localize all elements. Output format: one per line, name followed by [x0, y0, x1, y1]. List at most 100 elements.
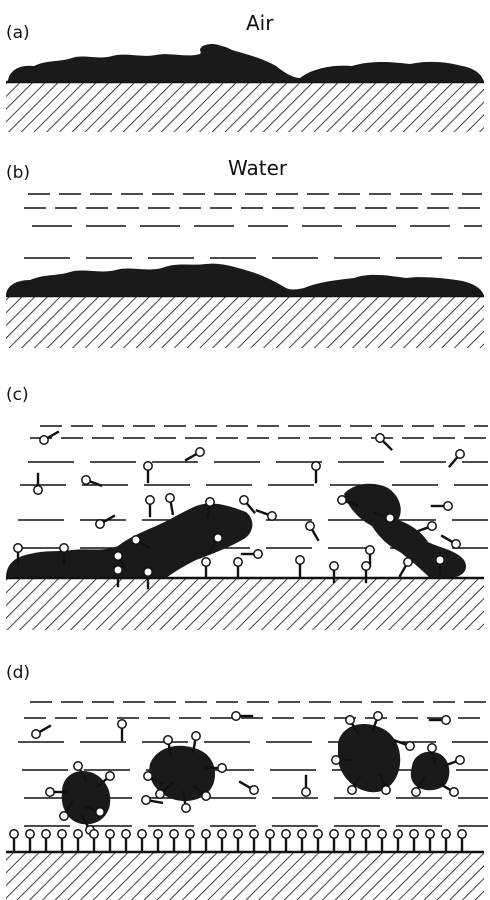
surfactant-molecule-icon	[305, 521, 320, 542]
surfactant-molecule-icon	[411, 776, 426, 797]
surfactant-molecule-icon	[155, 782, 174, 799]
surfactant-molecule-icon	[117, 719, 127, 742]
surfactant-molecule-icon	[438, 782, 459, 797]
panel-b-substrate	[6, 296, 484, 348]
panel-d-surfactant-molecules	[9, 711, 467, 852]
surfactant-molecule-icon	[415, 521, 437, 534]
panel-a-label: (a)	[6, 23, 30, 43]
panel-a-soil-bump	[200, 44, 224, 56]
surfactant-molecule-icon	[240, 549, 263, 559]
surfactant-molecule-icon	[181, 790, 191, 813]
surfactant-molecule-icon	[345, 715, 360, 736]
surfactant-molecule-icon	[393, 829, 403, 852]
surfactant-molecule-icon	[143, 567, 153, 590]
surfactant-molecule-icon	[25, 829, 35, 852]
panel-b-water-lines	[24, 193, 482, 259]
surfactant-molecule-icon	[377, 829, 387, 852]
surfactant-molecule-icon	[441, 829, 451, 852]
surfactant-molecule-icon	[425, 829, 435, 852]
surfactant-molecule-icon	[201, 829, 211, 852]
surfactant-molecule-icon	[59, 800, 74, 821]
panel-c-water-lines	[18, 425, 488, 549]
panel-c: (c)	[6, 385, 488, 630]
surfactant-molecule-icon	[239, 495, 256, 514]
surfactant-molecule-icon	[428, 715, 451, 725]
panel-c-soil-cluster-right	[344, 483, 467, 578]
surfactant-molecule-icon	[204, 763, 227, 773]
surfactant-molecule-icon	[443, 755, 465, 768]
surfactant-molecule-icon	[337, 495, 359, 508]
surfactant-molecule-icon	[398, 557, 413, 578]
surfactant-molecule-icon	[448, 449, 465, 468]
surfactant-molecule-icon	[361, 561, 371, 584]
surfactant-molecule-icon	[163, 735, 173, 758]
surfactant-molecule-icon	[249, 829, 259, 852]
panel-d-soil-droplet-4	[410, 751, 450, 791]
surfactant-molecule-icon	[73, 761, 88, 782]
panel-d: (d)	[6, 663, 488, 900]
surfactant-molecule-icon	[205, 497, 215, 520]
surfactant-molecule-icon	[231, 711, 254, 721]
surfactant-molecule-icon	[73, 829, 83, 852]
surfactant-molecule-icon	[81, 475, 103, 488]
surfactant-molecule-icon	[345, 829, 355, 852]
surfactant-molecule-icon	[347, 774, 362, 795]
surfactant-molecule-icon	[13, 543, 23, 566]
surfactant-molecule-icon	[57, 829, 67, 852]
surfactant-molecule-icon	[137, 829, 147, 852]
surfactant-molecule-icon	[378, 773, 391, 795]
surfactant-molecule-icon	[295, 555, 305, 578]
surfactant-molecule-icon	[238, 780, 259, 795]
surfactant-molecule-icon	[427, 743, 437, 766]
surfactant-molecule-icon	[141, 795, 164, 805]
surfactant-molecule-icon	[9, 829, 19, 852]
surfactant-molecule-icon	[143, 771, 164, 786]
surfactant-molecule-icon	[297, 829, 307, 852]
surfactant-molecule-icon	[440, 534, 461, 549]
surfactant-molecule-icon	[165, 493, 175, 516]
surfactant-molecule-icon	[113, 551, 128, 572]
surfactant-molecule-icon	[96, 771, 115, 788]
panel-a: (a) Air	[6, 11, 484, 132]
surfactant-molecule-icon	[370, 711, 383, 733]
panel-c-soil-layer-left	[6, 503, 253, 578]
surfactant-molecule-icon	[281, 829, 291, 852]
surfactant-molecule-icon	[59, 543, 69, 566]
panel-b-label: (b)	[6, 163, 30, 183]
surfactant-molecule-icon	[313, 829, 323, 852]
surfactant-molecule-icon	[329, 829, 339, 852]
surfactant-molecule-icon	[33, 472, 43, 495]
surfactant-molecule-icon	[105, 829, 115, 852]
surfactant-molecule-icon	[169, 829, 179, 852]
panel-c-label: (c)	[6, 385, 29, 405]
surfactant-molecule-icon	[457, 829, 467, 852]
surfactant-molecule-icon	[153, 829, 163, 852]
panel-a-medium-label: Air	[246, 11, 274, 35]
surfactant-molecule-icon	[184, 447, 205, 462]
panel-b: (b) Water	[6, 156, 484, 348]
surfactant-molecule-icon	[39, 430, 60, 445]
surfactant-molecule-icon	[233, 557, 243, 580]
surfactant-molecule-icon	[301, 774, 311, 797]
surfactant-molecule-icon	[208, 533, 223, 554]
surfactant-molecule-icon	[192, 784, 211, 801]
surfactant-molecule-icon	[373, 510, 395, 523]
surfactant-molecule-icon	[113, 565, 123, 588]
surfactant-molecule-icon	[145, 495, 155, 518]
surfactant-molecule-icon	[435, 555, 445, 578]
surfactant-molecule-icon	[89, 829, 99, 852]
panel-c-surfactant-molecules	[13, 430, 465, 590]
surfactant-molecule-icon	[191, 731, 201, 754]
surfactant-molecule-icon	[255, 508, 277, 521]
surfactant-molecule-icon	[331, 755, 354, 765]
surfactant-molecule-icon	[95, 514, 116, 529]
surfactant-molecule-icon	[233, 829, 243, 852]
surfactant-molecule-icon	[430, 501, 453, 511]
surfactant-molecule-icon	[121, 829, 131, 852]
surfactant-molecule-icon	[375, 433, 394, 452]
panel-d-label: (d)	[6, 663, 30, 683]
surfactant-molecule-icon	[409, 829, 419, 852]
panel-c-substrate	[6, 578, 484, 630]
surfactant-molecule-icon	[185, 829, 195, 852]
